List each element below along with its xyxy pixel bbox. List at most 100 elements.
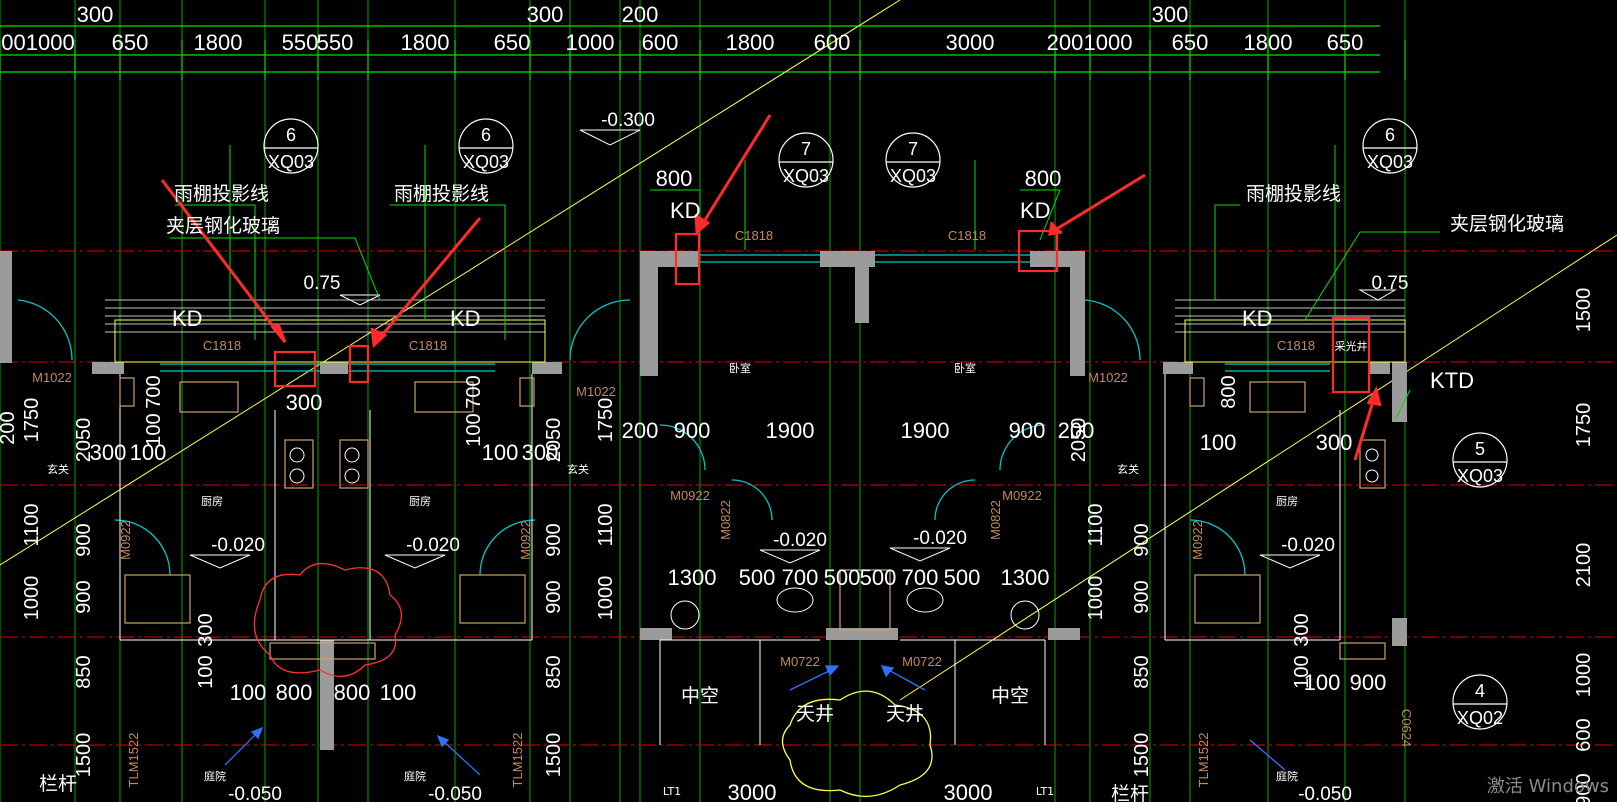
bubble-number: 4 [1475,681,1485,701]
windows-activation-watermark: 激活 Windows [1486,776,1609,797]
laminated-glass-note: 夹层钢化玻璃 [166,215,280,237]
center-dimension-label: 1100 [1085,503,1107,546]
room-label-entry: 玄关 [1117,462,1139,476]
room-label-courtyard: 庭院 [404,769,426,783]
door-tag: M0922 [118,520,133,560]
door-tag: M0922 [1002,488,1042,503]
railing-label: 栏杆 [39,773,77,795]
door-tag: M0822 [988,500,1003,540]
blue-arrows [224,665,1286,776]
room-label-bedroom: 卧室 [729,361,751,375]
sanitary-fixtures [289,447,1379,630]
center-dimension-label: 1750 [595,398,617,443]
railing-label: 栏杆 [1111,783,1149,802]
left-dimension-label: 900 [73,580,95,613]
center-dimension-label: 1100 [595,503,617,546]
mid-dimension-label: 900 [543,523,565,556]
room-label-entry: 玄关 [47,462,69,476]
door-tag: TLM1522 [510,733,525,788]
top-dimension-label: 650 [1172,30,1209,55]
interior-dimension: 900 [1350,670,1387,695]
window-tag: C1818 [948,228,986,243]
left-dimension-label: 1750 [21,398,43,443]
interior-dimension: 200 [622,418,659,443]
interior-dimension: 500 [944,565,981,590]
room-label-lightwell: 天井 [796,703,834,725]
elevation-label: -0.020 [773,530,827,551]
annotation-arrows[interactable] [160,114,1382,461]
room-label-kitchen: 厨房 [1276,495,1298,508]
elevation-label: -0.020 [1281,535,1335,556]
room-label-lightwell: 天井 [886,703,924,725]
bubble-sheet: XQ03 [268,152,314,172]
interior-dimension: 100 [1291,655,1313,688]
door-tag: TLM1522 [1196,733,1211,788]
interior-dimension: 300 [90,440,127,465]
bubble-number: 6 [1385,125,1395,145]
bubble-number: 7 [801,139,811,159]
center-dimension-label: 2050 [1068,418,1090,463]
top-dimension-label: 1800 [1244,30,1293,55]
top-dimension-label: 1800 [726,30,775,55]
elevation-label: -0.050 [1298,784,1352,802]
bubble-sheet: XQ03 [783,166,829,186]
room-label-void: 中空 [991,685,1029,707]
room-label-kitchen: 厨房 [201,495,223,508]
leader-lines [170,145,1440,421]
right-dimension-label: 1000 [1573,653,1595,698]
reference-bubble [458,118,514,174]
interior-dimension: 500 [824,565,861,590]
left-dimension-label: 900 [73,523,95,556]
top-dimension-label: 1000 [1084,30,1133,55]
window-tag: C1818 [735,228,773,243]
top-dimension-label: 200 [622,2,659,27]
elevation-markers [189,129,1397,569]
interior-dimension: 700 [782,565,819,590]
door-tag: M1022 [1088,370,1128,385]
reference-bubble [263,118,319,174]
top-dimension-label: 001000 [1,30,74,55]
revision-clouds [253,563,933,798]
interior-dimension: 100 [1304,670,1341,695]
bubble-sheet: XQ02 [1457,708,1503,728]
room-label-courtyard: 庭院 [1276,769,1298,783]
interior-dimension: 500 [739,565,776,590]
window-dimension: 800 [656,166,693,191]
right-unit-dimension-label: 900 [1131,523,1153,556]
mid-dimension-label: 2050 [543,418,565,463]
window-tag: C1818 [203,338,241,353]
bubble-number: 5 [1475,439,1485,459]
reference-bubble [778,132,834,188]
elevation-label: -0.300 [601,110,655,131]
interior-dimension: 300 [1291,613,1313,646]
interior-dimension: 3000 [944,780,993,802]
lt1-label: LT1 [663,785,681,798]
left-dimension-label: 1500 [73,733,95,778]
interior-dimension: 800 [334,680,371,705]
kd-label: KD [1242,306,1273,331]
interior-dimension: 800 [276,680,313,705]
interior-dimension: 100 [143,413,165,446]
room-outlines [119,374,1341,745]
door-tag: TLM1522 [126,733,141,788]
extension-lines [0,0,1406,802]
top-dimension-label: 300 [77,2,114,27]
right-unit-dimension-label: 850 [1131,655,1153,688]
window-tag: C1818 [409,338,447,353]
interior-dimension: 100 [130,440,167,465]
door-swings [17,299,1246,576]
walls [0,251,1407,750]
bubble-number: 7 [908,139,918,159]
elevation-label: 0.75 [1372,273,1409,294]
interior-dimension: 300 [195,613,217,646]
top-dimension-label: 600 [642,30,679,55]
bubble-sheet: XQ03 [1457,466,1503,486]
reference-bubble [1362,118,1418,174]
interior-dimension: 100 [482,440,519,465]
room-label-void: 中空 [681,685,719,707]
door-tag: M1022 [32,370,72,385]
interior-dimension: 100 [1200,430,1237,455]
kitchen-fixtures [119,377,1386,660]
